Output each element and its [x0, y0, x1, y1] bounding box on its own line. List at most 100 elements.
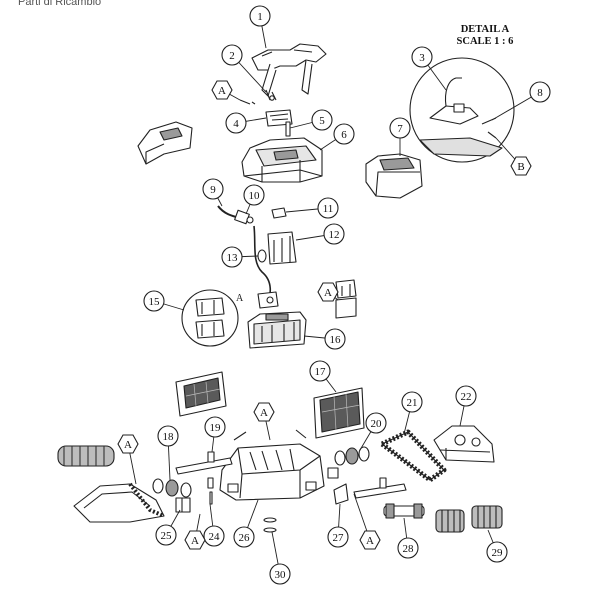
callout-4: 4: [225, 112, 247, 134]
callout-29: 29: [486, 541, 508, 563]
callout-22: 22: [455, 385, 477, 407]
side-plate-right-part: [433, 425, 495, 463]
bracket-bar-left-part: [175, 451, 233, 475]
callout-25-label: 25: [161, 530, 173, 542]
detail-a-caption: DETAIL A SCALE 1 : 6: [440, 24, 530, 48]
inline-label-a: A: [236, 293, 244, 304]
callout-27-label: 27: [333, 532, 345, 544]
callout-24-label: 24: [209, 531, 221, 543]
callout-2-label: 2: [229, 50, 235, 62]
callout-19-label: 19: [210, 422, 222, 434]
callout-6-label: 6: [341, 129, 347, 141]
side-plate-left-part: [73, 482, 165, 523]
callout-18: 18: [157, 425, 179, 447]
callout-13-label: 13: [227, 252, 239, 264]
callout-5-label: 5: [319, 115, 325, 127]
callout-11: 11: [317, 197, 339, 219]
callout-6: 6: [333, 123, 355, 145]
callout-24: 24: [203, 525, 225, 547]
callout-3-label: 3: [419, 52, 425, 64]
callout-12-label: 12: [329, 229, 340, 241]
washer-part: [263, 517, 277, 533]
letter-callout-A-label: A: [218, 85, 226, 97]
chassis-part: [219, 429, 325, 501]
letter-callout-A: A: [253, 402, 275, 422]
side-cover-left-part: [137, 121, 193, 165]
letter-callout-A: A: [211, 80, 233, 100]
brush-roller-left-part: [57, 445, 115, 467]
track-belt-part: [379, 429, 447, 483]
callout-19: 19: [204, 416, 226, 438]
clip-27-part: [333, 483, 349, 505]
callout-1: 1: [249, 5, 271, 27]
letter-callout-A-label: A: [324, 287, 332, 299]
callout-7-label: 7: [397, 123, 403, 135]
callout-21-label: 21: [407, 397, 418, 409]
callout-9: 9: [202, 178, 224, 200]
small-block-part: [327, 467, 339, 479]
letter-callout-A: A: [359, 530, 381, 550]
callout-2: 2: [221, 44, 243, 66]
cable-clip-part: [271, 207, 287, 219]
letter-callout-B: B: [510, 156, 532, 176]
callout-9-label: 9: [210, 184, 216, 196]
hose-connector-part: [217, 205, 254, 225]
axle-part: [383, 503, 425, 519]
callout-15: 15: [143, 290, 165, 312]
motor-connector-part: [257, 291, 279, 309]
callout-30-label: 30: [275, 569, 287, 581]
callout-25: 25: [155, 524, 177, 546]
brush-rollers-right-part: [435, 505, 503, 533]
callout-11-label: 11: [323, 203, 334, 215]
handle-part: [251, 43, 327, 97]
bearing-right-part: [334, 446, 370, 466]
callout-28: 28: [397, 537, 419, 559]
screw-24-part: [207, 477, 214, 505]
bearing-left-part: [152, 478, 192, 498]
side-cover-right-part: [365, 153, 423, 199]
bracket-parts: [335, 279, 357, 319]
detail-scale: SCALE 1 : 6: [456, 36, 514, 47]
callout-21: 21: [401, 391, 423, 413]
letter-callout-B-label: B: [517, 161, 524, 173]
callout-18-label: 18: [163, 431, 175, 443]
motor-unit-part: [247, 311, 307, 349]
detail-title: DETAIL A: [460, 24, 510, 35]
filter-left-part: [175, 371, 227, 417]
letter-callout-A-label: A: [124, 439, 132, 451]
callout-30: 30: [269, 563, 291, 585]
letter-callout-A-label: A: [366, 535, 374, 547]
letter-callout-A-label: A: [191, 535, 199, 547]
pin-part: [285, 121, 291, 137]
callout-26-label: 26: [239, 532, 251, 544]
letter-callout-A-label: A: [260, 407, 268, 419]
callout-27: 27: [327, 526, 349, 548]
screw-small-part: [239, 99, 256, 105]
callout-12: 12: [323, 223, 345, 245]
callout-3: 3: [411, 46, 433, 68]
letter-callout-A: A: [184, 530, 206, 550]
callout-20: 20: [365, 412, 387, 434]
letter-callout-A: A: [117, 434, 139, 454]
callout-17: 17: [309, 360, 331, 382]
callout-16: 16: [324, 328, 346, 350]
callout-10: 10: [243, 184, 265, 206]
callout-7: 7: [389, 117, 411, 139]
bracket-bar-right-part: [353, 477, 407, 499]
callout-20-label: 20: [371, 418, 383, 430]
callout-26: 26: [233, 526, 255, 548]
callout-17-label: 17: [315, 366, 327, 378]
top-cover-part: [241, 137, 323, 183]
callout-8-label: 8: [537, 87, 543, 99]
detail-15-circle: [181, 289, 239, 347]
swivel-block-part: [257, 231, 297, 265]
callout-4-label: 4: [233, 118, 239, 130]
filter-right-part: [313, 387, 365, 439]
letter-callout-A: A: [317, 282, 339, 302]
callout-8: 8: [529, 81, 551, 103]
callout-29-label: 29: [492, 547, 504, 559]
screw-part: [265, 89, 277, 101]
